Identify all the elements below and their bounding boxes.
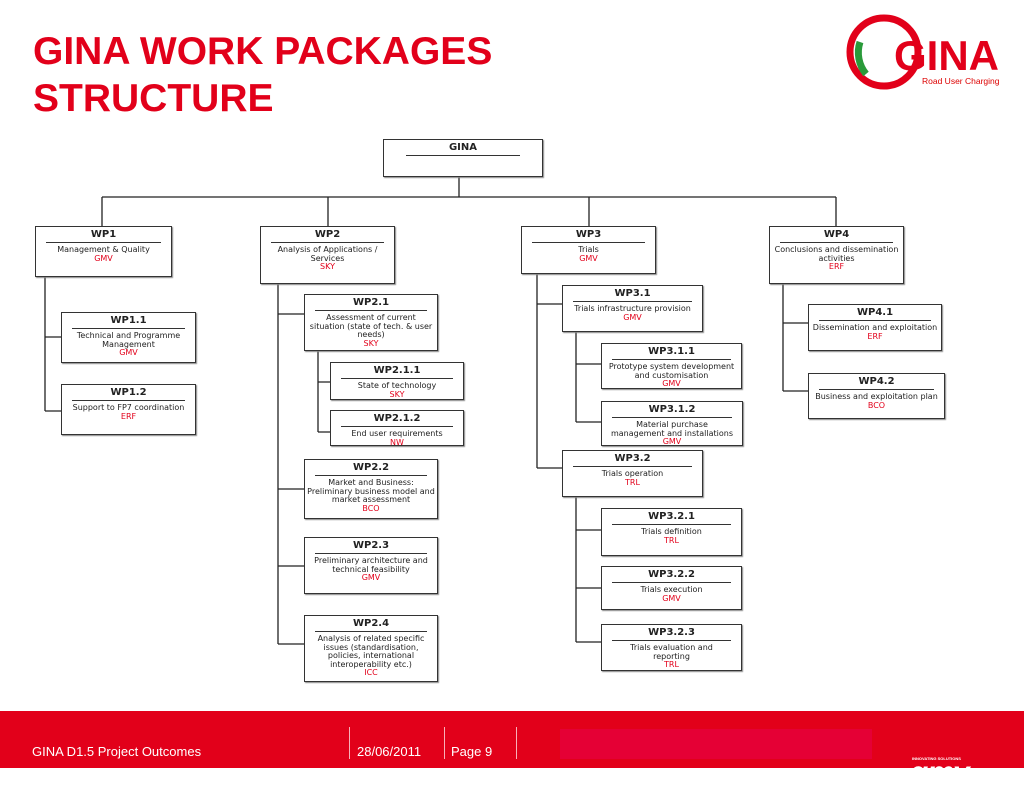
gina-logo: GINA Road User Charging [846,12,1020,92]
svg-text:GINA: GINA [894,32,999,79]
connector-lines [44,177,837,645]
gina-logo-mark: GINA [846,14,999,90]
footer-band [560,729,872,759]
footer-project: GINA D1.5 Project Outcomes [32,744,202,759]
footer-bar: GINA D1.5 Project Outcomes 28/06/2011 Pa… [0,711,1024,789]
footer-date: 28/06/2011 [357,744,422,759]
wbs-box-gina: GINA [383,139,543,177]
footer-page: Page 9 [451,744,493,759]
